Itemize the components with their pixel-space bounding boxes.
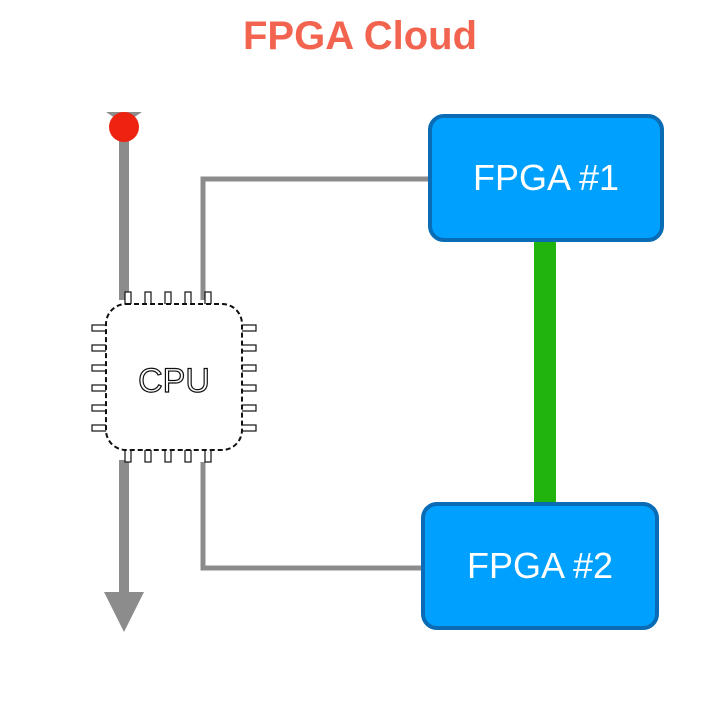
fpga-1-label: FPGA #1 <box>472 157 620 198</box>
cpu-body <box>105 303 243 451</box>
fpga-2-box: FPGA #2 <box>421 502 659 630</box>
cpu-chip-icon: CPU <box>91 291 257 463</box>
diagram-title: FPGA Cloud <box>242 14 478 58</box>
cpu-pins <box>91 291 257 463</box>
cpu-fpga2-link <box>200 462 423 571</box>
arrow-down-icon <box>104 592 144 632</box>
cpu-fpga1-link <box>200 176 430 300</box>
cpu-label: CPU <box>138 362 210 400</box>
fpga-1-box: FPGA #1 <box>428 114 664 242</box>
start-dot-icon <box>109 112 139 142</box>
fpga-2-label: FPGA #2 <box>466 545 614 586</box>
